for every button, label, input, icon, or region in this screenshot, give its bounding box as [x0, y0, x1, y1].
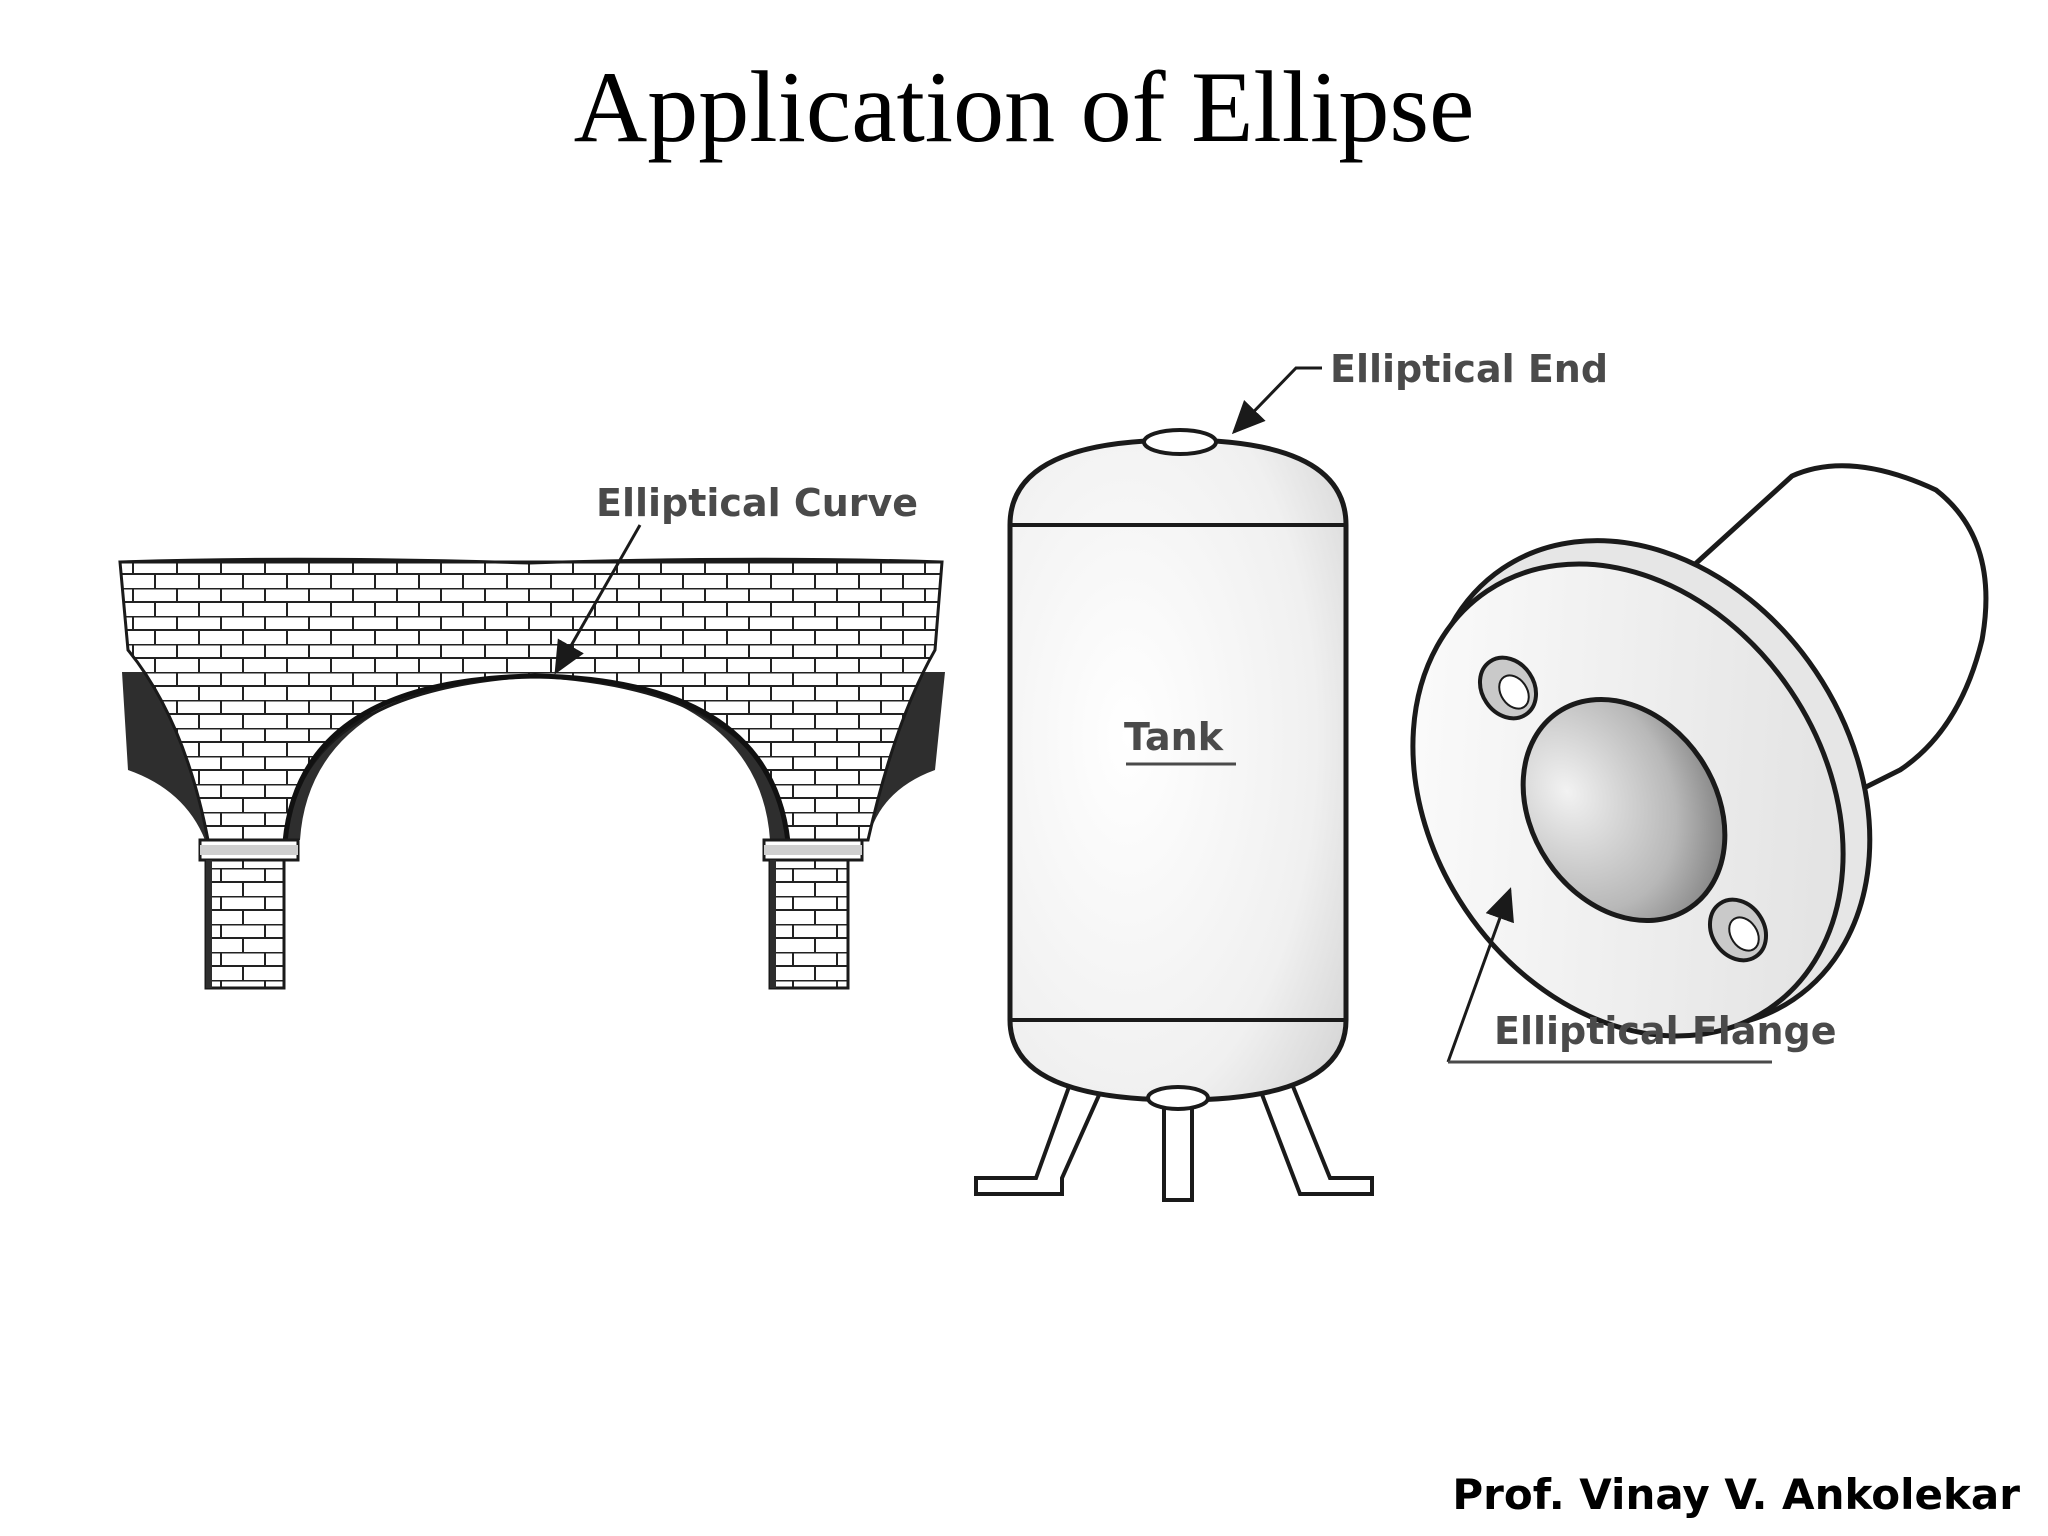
flange-illustration [1410, 463, 1989, 1064]
author-credit: Prof. Vinay V. Ankolekar [1452, 1470, 2020, 1519]
label-elliptical-flange: Elliptical Flange [1494, 1009, 1837, 1053]
elliptical-flange-arrow [1446, 887, 1514, 1063]
label-elliptical-end: Elliptical End [1330, 347, 1608, 391]
label-tank: Tank [1124, 715, 1224, 759]
brick-arch-illustration [118, 524, 945, 990]
label-elliptical-curve: Elliptical Curve [596, 481, 918, 525]
page-title: Application of Ellipse [573, 51, 1475, 164]
elliptical-curve-arrow [554, 524, 642, 675]
elliptical-end-arrow [1231, 366, 1322, 435]
tank-illustration [974, 366, 1374, 1202]
